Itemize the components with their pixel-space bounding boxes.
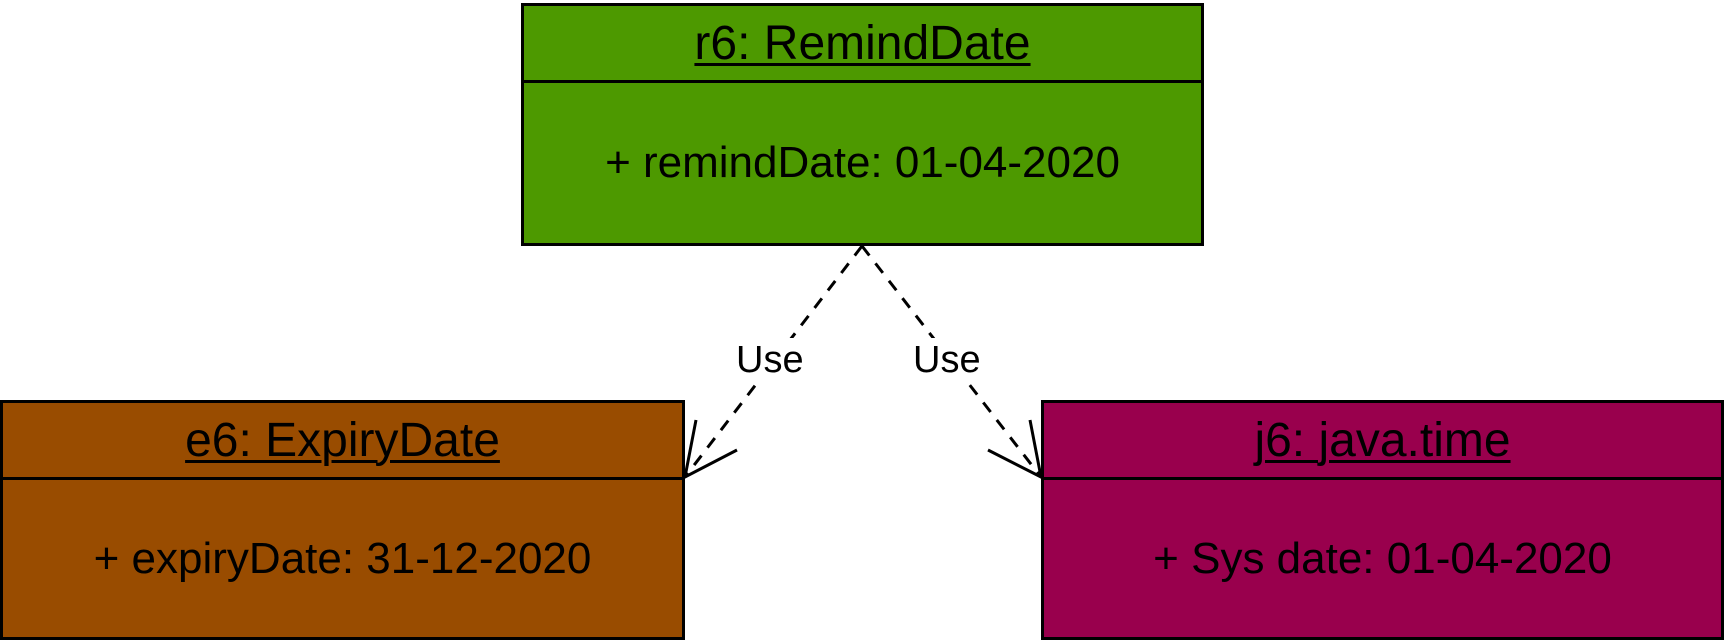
dependency-label-left: Use xyxy=(732,338,808,382)
open-arrowhead-left-icon xyxy=(682,419,738,480)
object-title-remind-date: r6: RemindDate xyxy=(524,6,1201,83)
object-expiry-date[interactable]: e6: ExpiryDate + expiryDate: 31-12-2020 xyxy=(0,400,685,640)
attribute-expiry-date: + expiryDate: 31-12-2020 xyxy=(93,533,592,583)
attribute-sys-date: + Sys date: 01-04-2020 xyxy=(1153,533,1612,583)
dependency-label-right: Use xyxy=(909,338,985,382)
attribute-remind-date: + remindDate: 01-04-2020 xyxy=(605,138,1120,187)
object-title-java-time: j6: java.time xyxy=(1044,403,1721,480)
object-remind-date[interactable]: r6: RemindDate + remindDate: 01-04-2020 xyxy=(521,3,1204,246)
open-arrowhead-right-icon xyxy=(987,419,1044,480)
object-java-time[interactable]: j6: java.time + Sys date: 01-04-2020 xyxy=(1041,400,1724,640)
object-title-expiry-date: e6: ExpiryDate xyxy=(3,403,682,480)
